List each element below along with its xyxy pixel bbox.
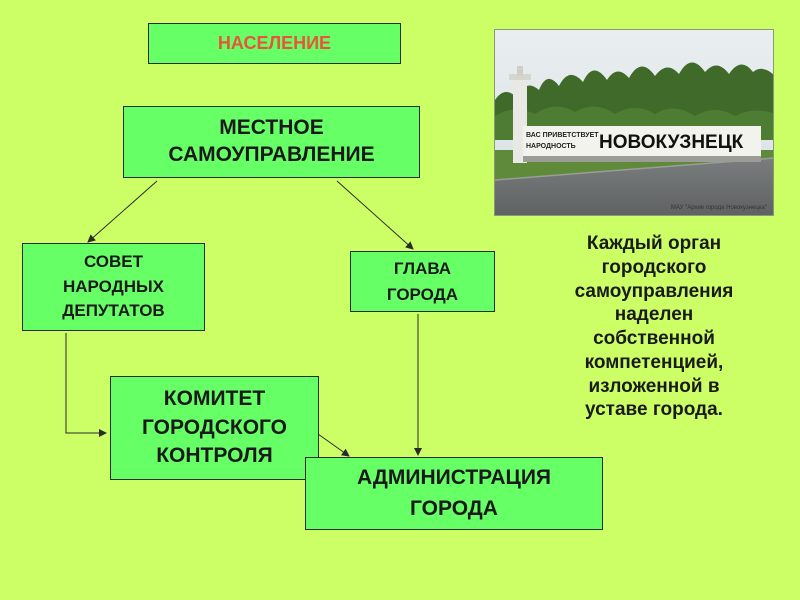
committee-label-line2: ГОРОДСКОГО [142, 415, 287, 439]
description-line1: Каждый орган [586, 233, 722, 254]
city-administration-box: АДМИНИСТРАЦИЯ ГОРОДА [305, 457, 603, 530]
administration-label-line1: АДМИНИСТРАЦИЯ [356, 466, 552, 490]
description-line7: изложенной в [588, 375, 720, 397]
administration-label-line2: ГОРОДА [410, 496, 498, 520]
committee-label-line1: КОМИТЕТ [163, 387, 266, 411]
sign-city-name: НОВОКУЗНЕЦК [599, 132, 744, 153]
description-line5: собственной [593, 328, 715, 349]
council-of-deputies-box: СОВЕТ НАРОДНЫХ ДЕПУТАТОВ [22, 243, 205, 331]
committee-label-line3: КОНТРОЛЯ [156, 444, 273, 468]
city-head-box: ГЛАВА ГОРОДА [350, 251, 495, 312]
description-line3: самоуправления [574, 280, 734, 302]
description-line4: наделен [614, 304, 694, 326]
city-head-label-line1: ГЛАВА [393, 259, 452, 278]
population-label: НАСЕЛЕНИЕ [217, 32, 332, 53]
city-sign-scene: ВАС ПРИВЕТСТВУЕТ НАРОДНОСТЬ НОВОКУЗНЕЦК [495, 30, 773, 215]
arrow-local-to-council [87, 180, 158, 243]
local-government-box: МЕСТНОЕ САМОУПРАВЛЕНИЕ [123, 106, 420, 178]
arrow-local-to-head [336, 180, 414, 250]
council-label-line2: НАРОДНЫХ [62, 276, 165, 296]
description-line6: компетенцией, [584, 351, 724, 373]
description-text: Каждый орган городского самоуправления н… [524, 232, 784, 422]
population-box: НАСЕЛЕНИЕ [148, 23, 401, 64]
sign-greeting-line1: ВАС ПРИВЕТСТВУЕТ [526, 132, 599, 139]
description-line2: городского [601, 256, 707, 278]
description-line8: уставе города. [585, 399, 723, 421]
arrow-council-to-committee [65, 333, 107, 437]
local-government-label-line1: МЕСТНОЕ [219, 116, 324, 140]
sign-greeting-line2: НАРОДНОСТЬ [526, 143, 576, 150]
city-head-label-line2: ГОРОДА [386, 284, 459, 304]
city-entrance-photo: ВАС ПРИВЕТСТВУЕТ НАРОДНОСТЬ НОВОКУЗНЕЦК … [494, 29, 774, 216]
control-committee-box: КОМИТЕТ ГОРОДСКОГО КОНТРОЛЯ [110, 376, 319, 480]
photo-caption: МАУ "Архив города Новокузнецка" [670, 205, 767, 211]
council-label-line1: СОВЕТ [83, 252, 144, 272]
local-government-label-line2: САМОУПРАВЛЕНИЕ [168, 143, 375, 166]
arrow-committee-to-administration [317, 433, 350, 457]
council-label-line3: ДЕПУТАТОВ [62, 301, 165, 321]
